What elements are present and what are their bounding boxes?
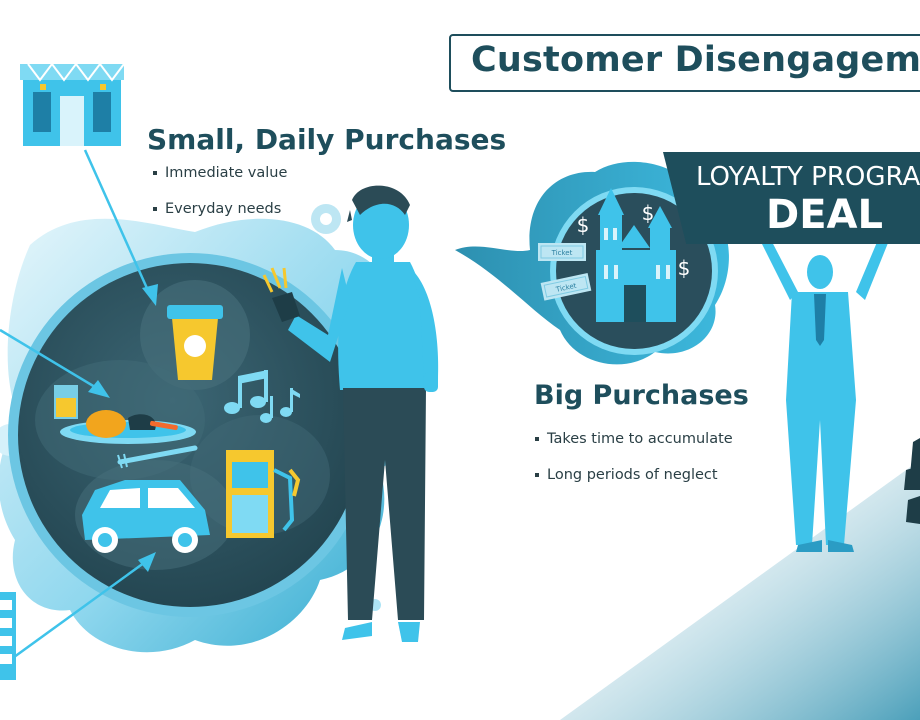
ticket-icon: Ticket [540, 272, 592, 301]
dollar-icon: $ [577, 213, 590, 237]
music-notes-icon [224, 370, 300, 423]
man-with-phone [288, 185, 439, 642]
page-title: Customer Disengagement [471, 40, 920, 80]
loyalty-banner-line2: DEAL [766, 192, 883, 238]
dollar-icon: $ [678, 256, 691, 280]
gear-icon [311, 204, 341, 234]
bullet-item: Takes time to accumulate [535, 429, 733, 465]
bullet-item: Everyday needs [153, 199, 287, 235]
big-purchases-bullets: Takes time to accumulate Long periods of… [535, 429, 733, 501]
store-icon [20, 62, 125, 146]
ticket-label: Ticket [551, 249, 573, 257]
loyalty-banner-line1: LOYALTY PROGRAM [696, 162, 920, 192]
building-icon [0, 592, 16, 680]
ticket-icon: Ticket [538, 243, 586, 261]
coffee-cup-icon [167, 305, 223, 380]
bullet-item: Long periods of neglect [535, 465, 733, 501]
pointer-arrows [0, 149, 158, 662]
small-purchases-heading: Small, Daily Purchases [147, 123, 507, 156]
small-purchases-bullets: Immediate value Everyday needs [153, 163, 287, 235]
car-icon [82, 480, 210, 553]
smartphone-icon [262, 267, 300, 322]
big-purchases-heading: Big Purchases [534, 380, 749, 411]
dollar-icon: $ [642, 201, 655, 225]
bullet-item: Immediate value [153, 163, 287, 199]
gas-pump-icon [226, 450, 301, 538]
castle-icon [596, 188, 676, 322]
title-box: Customer Disengagement [449, 34, 920, 92]
partial-icon [904, 438, 920, 524]
meal-plate-icon [54, 385, 198, 469]
businessman-holding-banner [760, 235, 890, 552]
loyalty-program-banner: LOYALTY PROGRAM DEAL [663, 152, 920, 244]
